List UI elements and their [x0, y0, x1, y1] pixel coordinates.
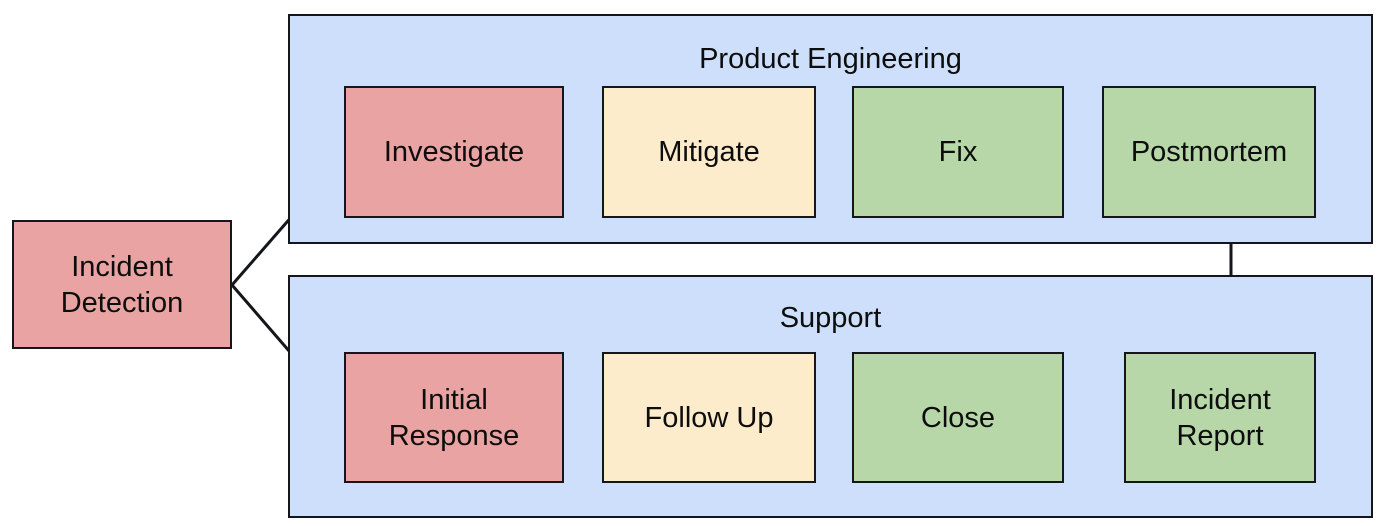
node-investigate[interactable]: Investigate: [344, 86, 564, 218]
swimlane-product-engineering-title: Product Engineering: [699, 43, 962, 75]
node-incident-report-label-line-2: Report: [1176, 419, 1264, 452]
node-initial-response-label-line-1: Initial: [420, 383, 488, 416]
node-investigate-label: Investigate: [383, 136, 525, 168]
node-incident-detection-label-line-2: Detection: [60, 286, 184, 319]
node-incident-detection[interactable]: Incident Detection: [12, 220, 232, 349]
node-follow-up-label: Follow Up: [644, 401, 774, 434]
node-initial-response-label-line-2: Response: [388, 419, 520, 452]
node-close[interactable]: Close: [852, 352, 1064, 483]
node-fix[interactable]: Fix: [852, 86, 1064, 218]
node-postmortem[interactable]: Postmortem: [1102, 86, 1316, 218]
node-postmortem-label: Postmortem: [1130, 136, 1288, 168]
node-follow-up[interactable]: Follow Up: [602, 352, 816, 483]
node-close-label: Close: [920, 401, 996, 434]
node-incident-report[interactable]: Incident Report: [1124, 352, 1316, 483]
node-incident-detection-label-line-1: Incident: [71, 250, 173, 283]
node-mitigate-label: Mitigate: [658, 136, 760, 168]
node-initial-response[interactable]: Initial Response: [344, 352, 564, 483]
node-fix-label: Fix: [938, 136, 978, 168]
node-mitigate[interactable]: Mitigate: [602, 86, 816, 218]
swimlane-support-title: Support: [779, 302, 882, 334]
node-incident-report-label-line-1: Incident: [1169, 383, 1271, 416]
